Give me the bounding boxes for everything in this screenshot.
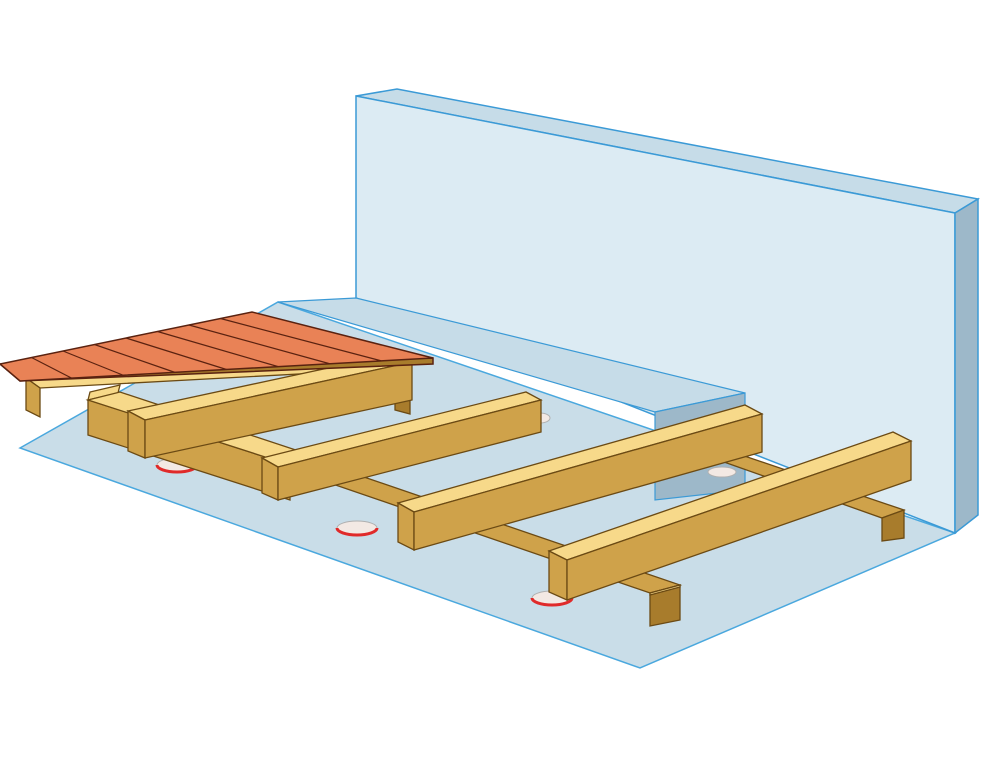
- wall-side-face: [954, 197, 979, 535]
- deck-board-seam: [94, 343, 176, 373]
- joist: [396, 404, 764, 552]
- deck-board-seam: [220, 317, 382, 362]
- deck-boards: [0, 311, 434, 382]
- deck-board-seams: [31, 317, 382, 379]
- deck-board-seam: [188, 324, 330, 365]
- support-pad: [707, 466, 737, 478]
- support-pad: [335, 520, 379, 537]
- deck-board-seam: [125, 337, 227, 371]
- joist: [126, 352, 414, 459]
- deck-board-seam: [62, 350, 124, 376]
- joist: [547, 431, 913, 602]
- deck-board-seam: [157, 330, 279, 368]
- joist: [260, 391, 543, 501]
- deck-board-seam: [31, 356, 72, 379]
